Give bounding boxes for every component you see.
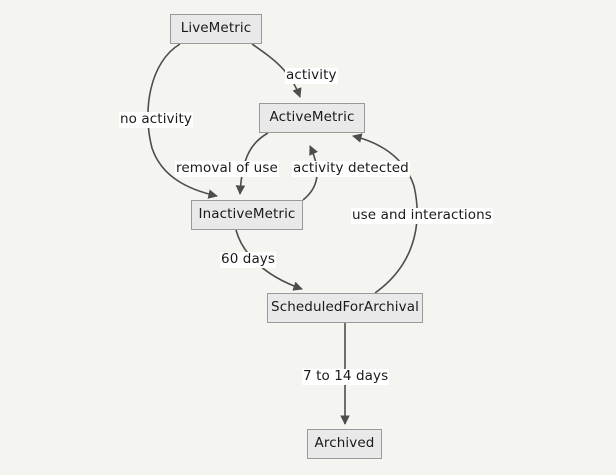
state-node-live[interactable]: LiveMetric	[170, 14, 262, 44]
state-node-label: LiveMetric	[180, 20, 252, 37]
edge-scheduled-to-active	[352, 133, 418, 294]
state-node-scheduled-for-archival[interactable]: ScheduledForArchival	[267, 293, 423, 323]
edge-label-7-to-14-days: 7 to 14 days	[302, 368, 390, 385]
edge-live-to-active	[251, 43, 302, 98]
edge-label-60-days: 60 days	[220, 251, 277, 268]
state-node-inactive[interactable]: InactiveMetric	[191, 200, 303, 230]
edge-label-activity-detected: activity detected	[292, 160, 410, 177]
state-node-label: Archived	[314, 435, 375, 452]
state-node-label: ActiveMetric	[269, 109, 355, 126]
state-node-active[interactable]: ActiveMetric	[259, 103, 365, 133]
state-node-archived[interactable]: Archived	[307, 429, 382, 459]
edge-label-use-and-interactions: use and interactions	[351, 207, 493, 224]
edge-label-no-activity: no activity	[119, 111, 193, 128]
state-node-label: ScheduledForArchival	[271, 299, 419, 316]
edge-label-removal-of-use: removal of use	[175, 160, 279, 177]
edge-label-activity: activity	[285, 67, 338, 84]
state-node-label: InactiveMetric	[198, 206, 296, 223]
edge-active-to-inactive	[235, 132, 269, 195]
edge-inactive-to-active	[302, 145, 318, 201]
edge-live-to-inactive	[147, 43, 218, 199]
